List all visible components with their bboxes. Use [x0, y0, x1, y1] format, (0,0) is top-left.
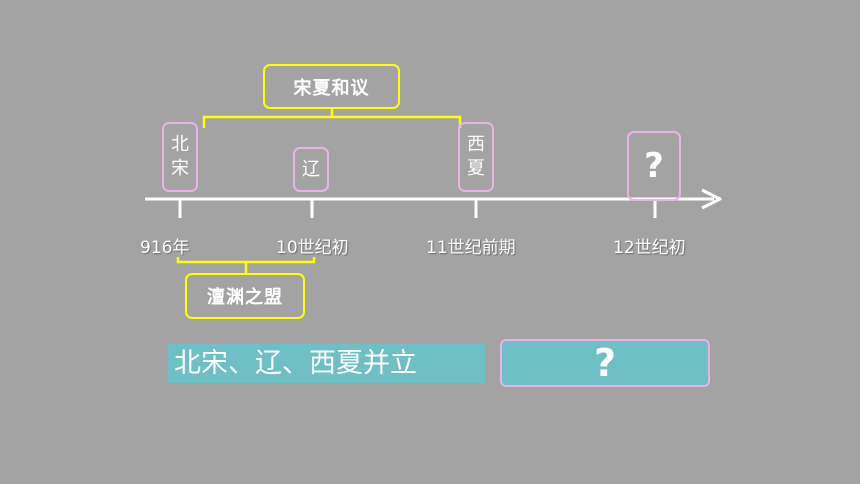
summary-left-text: 北宋、辽、西夏并立 — [174, 348, 417, 379]
axis-arrowhead — [701, 188, 722, 210]
song-xia-bracket — [202, 115, 462, 128]
tick-label-12c: 12世纪初 — [613, 238, 686, 258]
unknown-state-box: ? — [627, 131, 681, 201]
tick-label-11c: 11世纪前期 — [426, 238, 516, 258]
northern-song-box: 北 宋 — [162, 122, 198, 192]
summary-right-text: ? — [593, 341, 617, 385]
summary-right-banner: ? — [500, 339, 710, 387]
chanyuan-treaty-box: 澶渊之盟 — [185, 273, 305, 319]
western-xia-label: 西 夏 — [467, 134, 485, 179]
liao-box: 辽 — [293, 147, 329, 192]
tick-label-10c: 10世纪初 — [276, 238, 349, 258]
western-xia-box: 西 夏 — [458, 122, 494, 192]
chanyuan-treaty-label: 澶渊之盟 — [207, 287, 283, 308]
liao-label: 辽 — [302, 158, 320, 180]
song-xia-treaty-box: 宋夏和议 — [263, 64, 400, 109]
summary-left-banner: 北宋、辽、西夏并立 — [168, 344, 485, 383]
tick-label-916: 916年 — [140, 238, 190, 258]
northern-song-label: 北 宋 — [171, 134, 189, 179]
unknown-state-label: ? — [644, 146, 664, 186]
song-xia-treaty-label: 宋夏和议 — [293, 77, 370, 99]
